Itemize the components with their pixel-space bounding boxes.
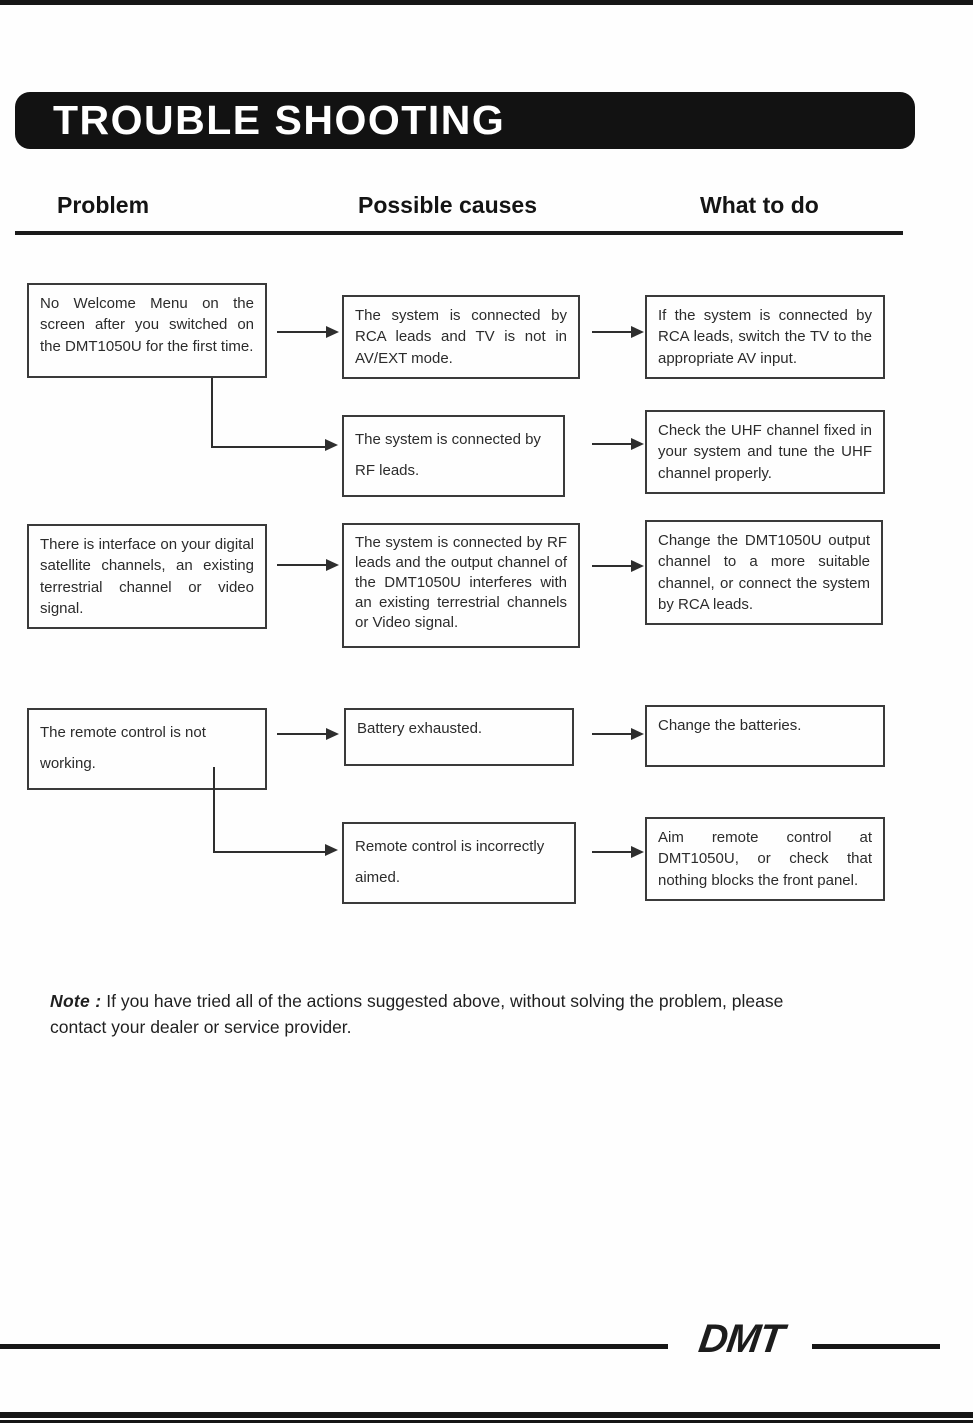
section-title-bar: TROUBLE SHOOTING — [15, 92, 915, 149]
cause-box-1: The system is connected by RCA leads and… — [342, 295, 580, 379]
page-top-border — [0, 0, 973, 5]
cause-box-3: The system is connected by RF leads and … — [342, 523, 580, 648]
header-rule — [15, 231, 903, 235]
page-bottom-border-outer — [0, 1412, 973, 1418]
page-title: TROUBLE SHOOTING — [53, 97, 506, 143]
connector-p3-to-c5 — [213, 767, 327, 853]
arrow-c1-to-a1-icon — [592, 325, 644, 338]
cause-box-4: Battery exhausted. — [344, 708, 574, 766]
problem-box-1: No Welcome Menu on the screen after you … — [27, 283, 267, 378]
problem-box-3: The remote control is not working. — [27, 708, 267, 790]
cause-box-2: The system is connected by RF leads. — [342, 415, 565, 497]
note-text: If you have tried all of the actions sug… — [50, 991, 784, 1038]
action-box-1: If the system is connected by RCA leads,… — [645, 295, 885, 379]
action-box-2: Check the UHF channel fixed in your syst… — [645, 410, 885, 494]
arrow-p2-to-c3-icon — [277, 558, 339, 571]
page-bottom-border-inner — [0, 1420, 973, 1423]
arrow-p3-to-c4-icon — [277, 727, 339, 740]
column-header-what-to-do: What to do — [700, 192, 819, 218]
action-box-3: Change the DMT1050U output channel to a … — [645, 520, 883, 626]
arrowhead-p1-to-c2-icon — [325, 439, 338, 451]
arrowhead-p3-to-c5-icon — [325, 844, 338, 856]
arrow-c2-to-a2-icon — [592, 437, 644, 450]
action-box-4: Change the batteries. — [645, 705, 885, 767]
action-box-5: Aim remote control at DMT1050U, or check… — [645, 817, 885, 901]
problem-box-2: There is interface on your digital satel… — [27, 524, 267, 630]
cause-box-5: Remote control is incorrectly aimed. — [342, 822, 576, 904]
note-paragraph: Note : If you have tried all of the acti… — [50, 988, 820, 1041]
column-header-possible-causes: Possible causes — [358, 192, 537, 218]
arrow-c3-to-a3-icon — [592, 559, 644, 572]
connector-p1-to-c2 — [211, 378, 327, 448]
brand-logo: DMT — [696, 1316, 786, 1361]
column-header-problem: Problem — [57, 192, 150, 218]
arrow-c4-to-a4-icon — [592, 727, 644, 740]
arrow-p1-to-c1-icon — [277, 325, 339, 338]
footer-rule-right — [812, 1344, 940, 1349]
footer-rule-left — [0, 1344, 668, 1349]
arrow-c5-to-a5-icon — [592, 845, 644, 858]
note-label: Note : — [50, 991, 102, 1011]
